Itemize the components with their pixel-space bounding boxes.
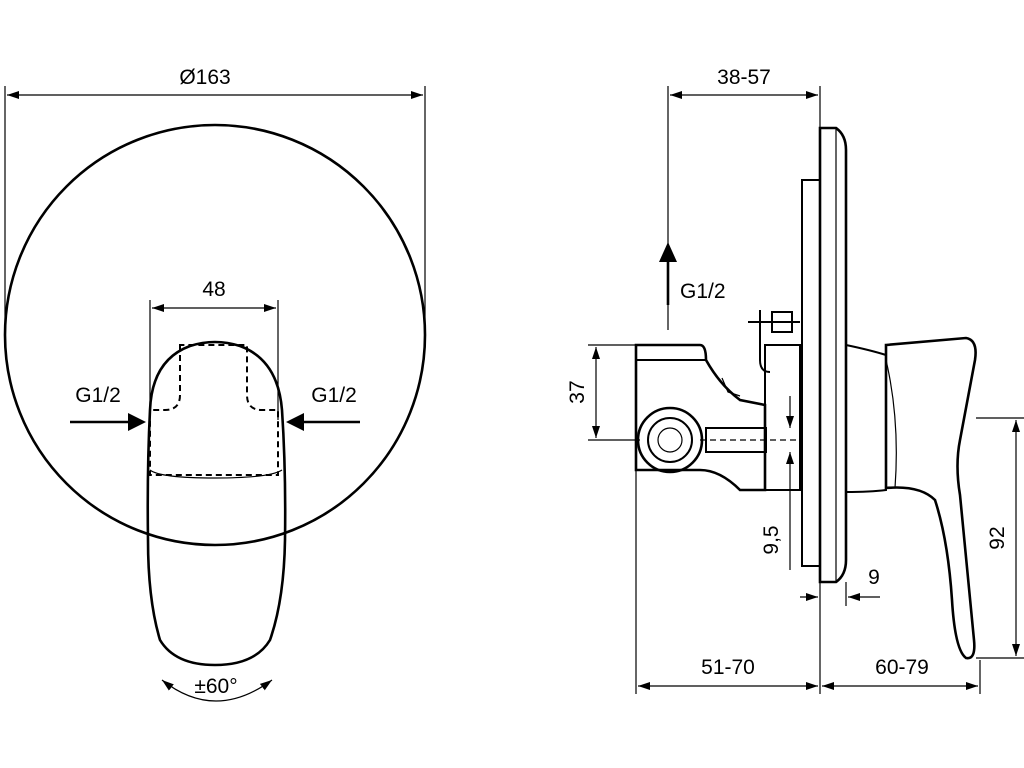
mounting-sleeve bbox=[801, 179, 821, 567]
side-lever-handle-edge bbox=[885, 359, 897, 489]
side-lever-handle bbox=[884, 336, 977, 660]
outlet-label: G1/2 bbox=[680, 280, 726, 303]
plate-thickness-label: 9 bbox=[868, 566, 880, 589]
inlet-connector-ring bbox=[647, 417, 693, 463]
rotation-arc bbox=[161, 679, 273, 702]
handle-height-label: 92 bbox=[986, 526, 1009, 549]
side-view: 38-57 G1/2 37 bbox=[566, 66, 1024, 694]
outlet-arrowhead bbox=[659, 242, 677, 262]
valve-body bbox=[634, 343, 767, 492]
inlet-right-label: G1/2 bbox=[311, 384, 357, 407]
inlet-connector-bore bbox=[657, 427, 683, 453]
cover-plate-outline bbox=[3, 123, 427, 547]
lever-handle bbox=[146, 340, 287, 667]
handle-width-label: 48 bbox=[202, 278, 225, 301]
body-height-label: 37 bbox=[566, 380, 589, 403]
hidden-body-outline bbox=[149, 344, 279, 476]
inlet-left-label: G1/2 bbox=[75, 384, 121, 407]
front-view: Ø163 48 G1/2 G1/2 ±60° bbox=[3, 66, 427, 702]
plate-diameter-label: Ø163 bbox=[179, 66, 230, 89]
handle-depth-label: 60-79 bbox=[875, 656, 929, 679]
offset-label: 9,5 bbox=[760, 525, 783, 554]
valve-spindle bbox=[705, 427, 767, 453]
side-cover-plate bbox=[818, 126, 848, 584]
wall-depth-label: 38-57 bbox=[717, 66, 771, 89]
lever-handle-inner-edge bbox=[149, 469, 283, 479]
inlet-right-arrowhead bbox=[286, 413, 304, 431]
valve-cartridge-housing bbox=[764, 344, 801, 491]
fixing-bracket bbox=[759, 310, 771, 373]
valve-body-divider bbox=[721, 377, 741, 397]
side-escutcheon-bulge bbox=[845, 344, 887, 493]
inlet-left-arrowhead bbox=[128, 413, 146, 431]
body-depth-label: 51-70 bbox=[701, 656, 755, 679]
rotation-label: ±60° bbox=[194, 675, 237, 698]
fixing-screw-head bbox=[771, 311, 793, 333]
